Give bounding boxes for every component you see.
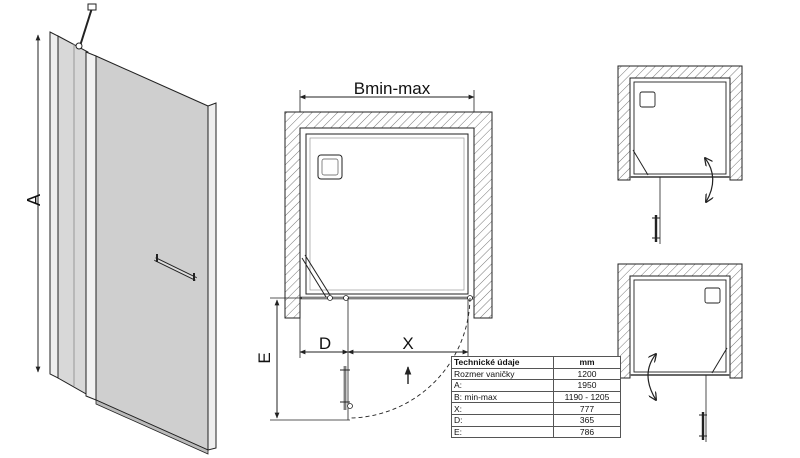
spec-row-value: 777 — [553, 402, 621, 415]
plan-view-outward — [617, 263, 743, 442]
table-row: A: 1950 — [451, 379, 621, 392]
dimension-x: X — [347, 300, 469, 358]
spec-row-value: 1190 - 1205 — [553, 390, 621, 404]
dimension-b: Bmin-max — [299, 79, 475, 112]
drain-icon — [317, 154, 343, 180]
spec-row-name: E: — [451, 425, 554, 439]
plan-view-main: Bmin-max — [255, 79, 493, 421]
spec-row-name: B: min-max — [451, 390, 554, 404]
spec-row-value: 1200 — [553, 367, 621, 381]
spec-table-header: Technické údaje mm — [451, 356, 621, 369]
spec-row-value: 365 — [553, 413, 621, 427]
door-edge-profile — [207, 102, 217, 451]
dimension-x-label: X — [402, 334, 413, 353]
table-row: E: 786 — [451, 425, 621, 439]
table-row: X: 777 — [451, 402, 621, 415]
door-glass — [95, 55, 209, 451]
dimension-e-label: E — [255, 352, 274, 363]
door-perspective-view: A — [24, 3, 217, 455]
table-row: B: min-max 1190 - 1205 — [451, 390, 621, 404]
fixed-glass-panel — [57, 35, 89, 396]
dimension-d: D — [299, 300, 349, 358]
plan-wall — [284, 111, 493, 319]
bar-handle-icon — [154, 254, 197, 281]
swing-arrow-icon — [705, 158, 713, 202]
dimension-b-label: Bmin-max — [354, 79, 431, 98]
wall-profile — [49, 31, 59, 379]
spec-row-name: Rozmer vaničky — [451, 367, 554, 381]
dimension-e: E — [255, 297, 350, 421]
dimension-a-label: A — [24, 194, 44, 206]
spec-row-name: D: — [451, 413, 554, 427]
top-bracket — [75, 3, 97, 50]
drain-icon — [639, 91, 656, 108]
swing-arrow-icon — [647, 354, 656, 400]
dimension-d-label: D — [319, 334, 331, 353]
spec-table: Technické údaje mm Rozmer vaničky 1200 A… — [451, 356, 621, 439]
spec-row-name: A: — [451, 379, 554, 392]
plan-view-inward — [617, 65, 743, 244]
dimension-a: A — [24, 34, 44, 373]
table-row: D: 365 — [451, 413, 621, 427]
drain-icon — [704, 287, 721, 304]
spec-header-unit: mm — [553, 356, 621, 369]
spec-header-name: Technické údaje — [451, 356, 554, 369]
spec-row-value: 1950 — [553, 379, 621, 392]
table-row: Rozmer vaničky 1200 — [451, 367, 621, 381]
spec-row-value: 786 — [553, 425, 621, 439]
door-plan — [300, 254, 474, 420]
hinge-column — [85, 51, 97, 401]
spec-row-name: X: — [451, 402, 554, 415]
